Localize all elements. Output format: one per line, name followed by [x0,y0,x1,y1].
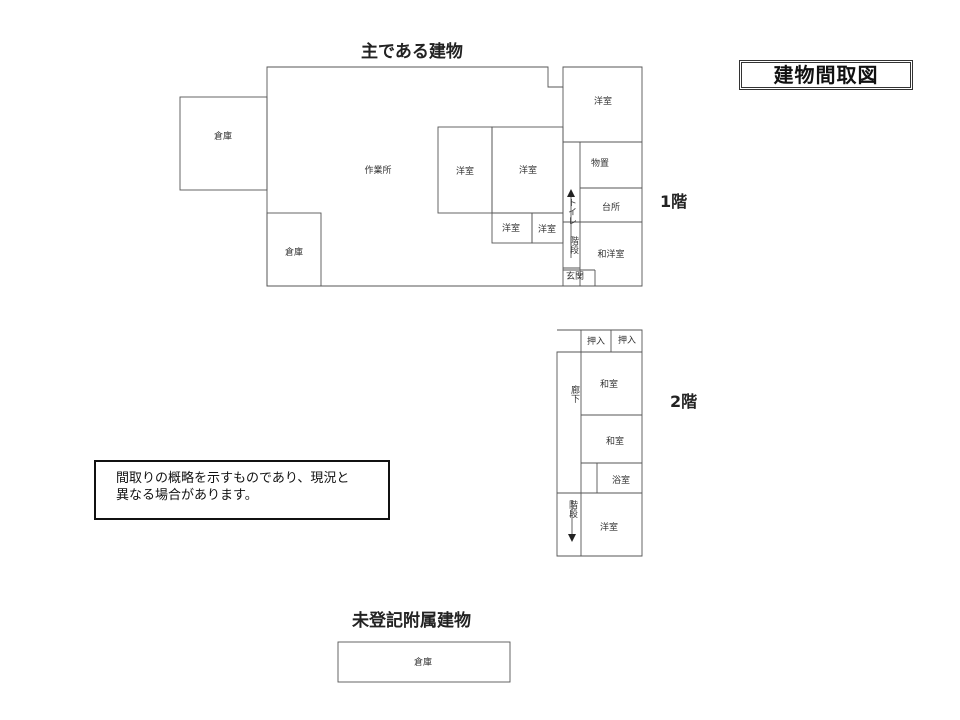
label-western-3: 洋室 [502,222,520,234]
label-western-2: 洋室 [519,164,537,176]
label-toilet: トイレ [566,198,577,225]
building-outline-2f [556,329,643,557]
label-western-top-right: 洋室 [594,95,612,107]
stairs-down-arrow [568,534,576,542]
label-stairs-1f: 階段 [568,236,579,255]
stairs-up-arrow [567,189,575,197]
label-corridor: 廊下 [569,384,580,404]
page-title: 建物間取図 [739,60,913,90]
label-entrance: 玄関 [566,270,584,282]
annex-building [337,641,511,683]
label-western-2f: 洋室 [600,521,618,533]
label-closet-1: 押入 [587,335,605,347]
floor-1-label: 1階 [660,192,688,211]
label-western-4: 洋室 [538,223,556,235]
label-storage-left: 倉庫 [214,130,232,142]
label-stairs-2f: 階段 [567,500,578,519]
disclaimer-note: 間取りの概略を示すものであり、現況と 異なる場合があります。 [94,460,390,520]
room-storage-bottom [266,212,322,287]
annex-heading: 未登記附属建物 [352,611,471,631]
room-western-4 [531,212,564,244]
label-japanese-1: 和室 [600,378,618,390]
building-outline-1f [266,66,643,287]
floor-1-plan [179,66,643,287]
label-bath: 浴室 [612,474,630,486]
main-building-heading: 主である建物 [361,42,463,62]
room-storage-left [179,96,268,191]
label-storage-bottom: 倉庫 [285,246,303,258]
label-western-1: 洋室 [456,165,474,177]
label-workshop: 作業所 [364,164,391,176]
label-japanese-2: 和室 [606,435,624,447]
label-storeroom: 物置 [591,157,609,169]
floor-2-plan [556,329,643,557]
label-japanese-western: 和洋室 [597,248,624,260]
label-kitchen: 台所 [602,201,620,213]
label-closet-2: 押入 [618,334,636,346]
floor-2-label: 2階 [670,392,698,411]
label-annex-storage: 倉庫 [414,656,432,668]
